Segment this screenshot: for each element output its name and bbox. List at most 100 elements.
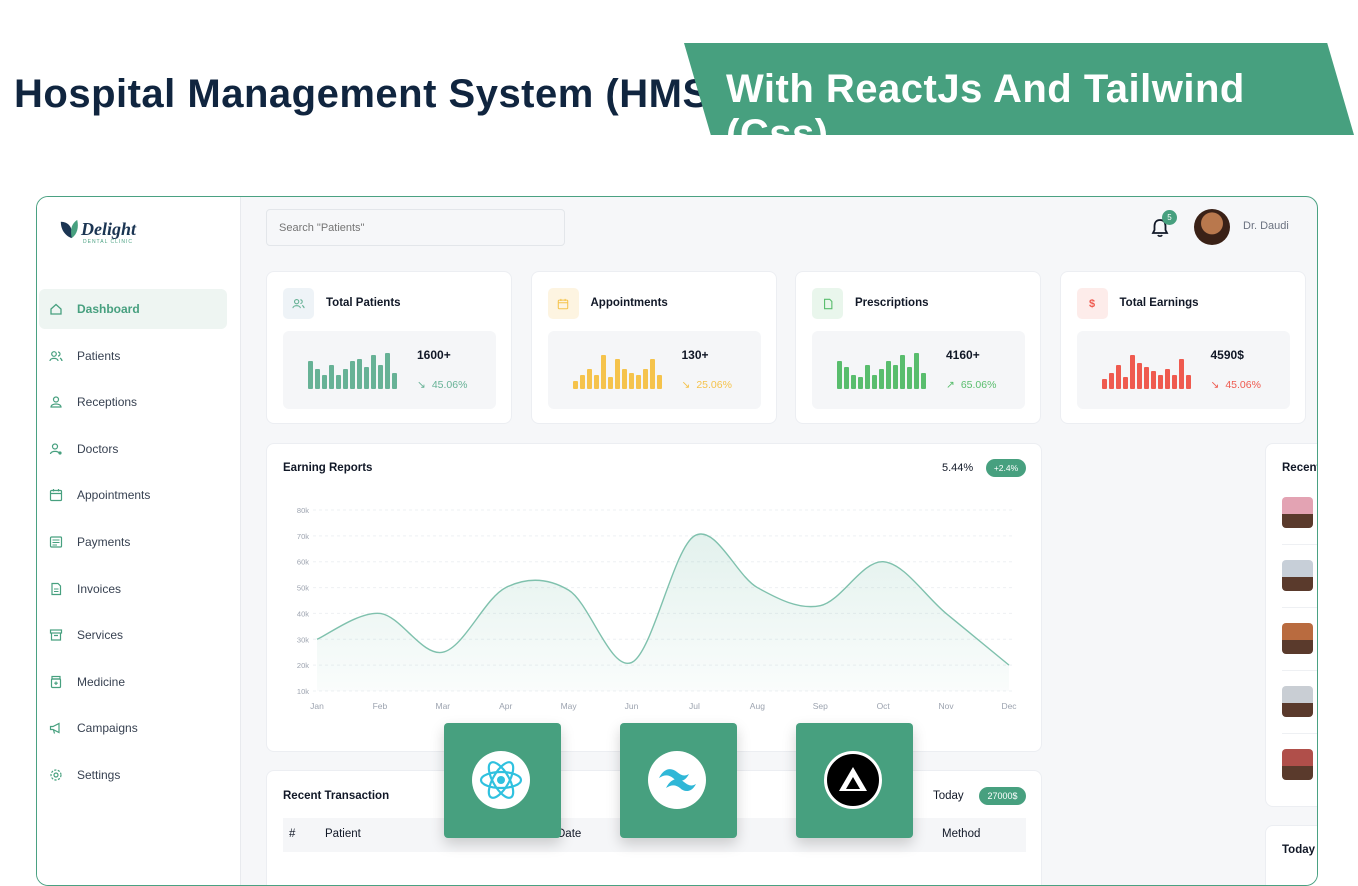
sidebar-item-payments[interactable]: Payments	[39, 522, 227, 562]
stat-bar	[844, 367, 849, 389]
recent-transaction-title: Recent Transaction	[283, 790, 389, 802]
sidebar-item-label: Payments	[77, 535, 130, 549]
stat-bar	[1186, 375, 1191, 389]
sidebar-item-patients[interactable]: Patients	[39, 336, 227, 376]
sidebar-item-settings[interactable]: Settings	[39, 755, 227, 795]
x-tick-label: Sep	[813, 701, 828, 711]
stat-card-appointments[interactable]: Appointments 130+↘25.06%	[531, 271, 777, 424]
nextjs-logo-tile	[796, 723, 913, 838]
sidebar-item-dashboard[interactable]: Dashboard	[39, 289, 227, 329]
stat-percent-value: 45.06%	[1225, 379, 1261, 391]
stat-bar	[643, 369, 648, 389]
user-check-icon	[49, 442, 63, 456]
y-tick-label: 50k	[297, 584, 309, 593]
list-item[interactable]: Alex Morgan+1 908 765 4322:00 PM	[1282, 608, 1318, 671]
recent-patients-card: Recent Patients Amina Smith+1 908 765 43…	[1265, 443, 1318, 807]
stat-bar-chart	[837, 351, 926, 389]
logo-subtitle: DENTAL CLINIC	[83, 239, 133, 245]
invoice-icon	[49, 582, 63, 596]
stat-bar	[1130, 355, 1135, 389]
list-item[interactable]: David Beckham+1 456 789 1232:00 PM	[1282, 734, 1318, 797]
x-tick-label: Jan	[310, 701, 324, 711]
credit-card-icon	[49, 535, 63, 549]
megaphone-icon	[49, 721, 63, 735]
column-header-method: Method	[942, 828, 980, 840]
home-icon	[49, 302, 63, 316]
avatar	[1282, 686, 1313, 717]
sidebar-item-campaigns[interactable]: Campaigns	[39, 708, 227, 748]
y-tick-label: 40k	[297, 609, 309, 618]
stat-percent: ↘45.06%	[1211, 379, 1261, 391]
stat-bar	[1123, 377, 1128, 389]
list-item[interactable]: Minahil Khan+1 890 123 4562:00 PM	[1282, 545, 1318, 608]
sidebar-item-services[interactable]: Services	[39, 615, 227, 655]
stat-bar	[329, 365, 334, 389]
nextjs-icon	[824, 751, 882, 809]
dollar-icon: $	[1077, 288, 1108, 319]
stat-panel: 4590$↘45.06%	[1077, 331, 1290, 409]
x-tick-label: Apr	[499, 701, 512, 711]
stat-bar	[629, 373, 634, 389]
stat-percent-value: 65.06%	[961, 379, 997, 391]
gear-icon	[49, 768, 63, 782]
stat-card-prescriptions[interactable]: Prescriptions 4160+↗65.06%	[795, 271, 1041, 424]
medicine-icon	[49, 675, 63, 689]
sidebar-item-receptions[interactable]: Receptions	[39, 382, 227, 422]
stat-bar	[608, 377, 613, 389]
list-item[interactable]: John Doe+1 234 567 8902:00 PM	[1282, 671, 1318, 734]
y-tick-label: 20k	[297, 661, 309, 670]
stat-panel: 130+↘25.06%	[548, 331, 761, 409]
stat-bar	[385, 353, 390, 389]
today-appointments-card: Today Appointments	[1265, 825, 1318, 886]
x-tick-label: Nov	[939, 701, 955, 711]
list-item[interactable]: Amina Smith+1 908 765 4322:00 PM	[1282, 482, 1318, 545]
stat-percent: ↘25.06%	[682, 379, 732, 391]
stat-bar	[1137, 363, 1142, 389]
stat-panel: 4160+↗65.06%	[812, 331, 1025, 409]
calendar-icon	[548, 288, 579, 319]
sidebar-item-appointments[interactable]: Appointments	[39, 475, 227, 515]
stat-bar	[851, 375, 856, 389]
calendar-icon	[49, 488, 63, 502]
stat-bar	[837, 361, 842, 389]
stat-bar	[371, 355, 376, 389]
earning-reports-title: Earning Reports	[283, 462, 372, 474]
avatar[interactable]	[1194, 209, 1230, 245]
stat-bar	[615, 359, 620, 389]
x-tick-label: Dec	[1001, 701, 1017, 711]
logo-leaf-icon	[59, 217, 79, 241]
logo-text: Delight	[81, 219, 136, 240]
stat-bar	[336, 375, 341, 389]
logo[interactable]: Delight DENTAL CLINIC	[59, 217, 136, 241]
stat-bar	[907, 367, 912, 389]
user-name[interactable]: Dr. Daudi	[1243, 220, 1289, 232]
sidebar-item-invoices[interactable]: Invoices	[39, 569, 227, 609]
stat-bar-chart	[573, 351, 662, 389]
transaction-period[interactable]: Today	[933, 790, 964, 802]
stat-bar	[322, 375, 327, 389]
stat-bar	[343, 369, 348, 389]
stat-title: Prescriptions	[855, 297, 929, 309]
stat-bar	[650, 359, 655, 389]
stat-bar	[858, 377, 863, 389]
stat-bar	[1179, 359, 1184, 389]
stat-bar	[1109, 373, 1114, 389]
sidebar-item-label: Campaigns	[77, 721, 138, 735]
x-tick-label: Jul	[689, 701, 700, 711]
x-tick-label: Oct	[877, 701, 891, 711]
banner-title: Hospital Management System (HMS)	[14, 72, 723, 117]
sidebar-item-doctors[interactable]: Doctors	[39, 429, 227, 469]
sidebar-item-medicine[interactable]: Medicine	[39, 662, 227, 702]
react-icon	[472, 751, 530, 809]
users-icon	[283, 288, 314, 319]
search-input[interactable]	[266, 209, 565, 246]
stat-bar	[865, 365, 870, 389]
avatar	[1282, 749, 1313, 780]
sidebar-item-label: Receptions	[77, 395, 137, 409]
sidebar-item-label: Doctors	[77, 442, 118, 456]
stat-title: Appointments	[591, 297, 668, 309]
trend-arrow-icon: ↘	[682, 379, 691, 391]
